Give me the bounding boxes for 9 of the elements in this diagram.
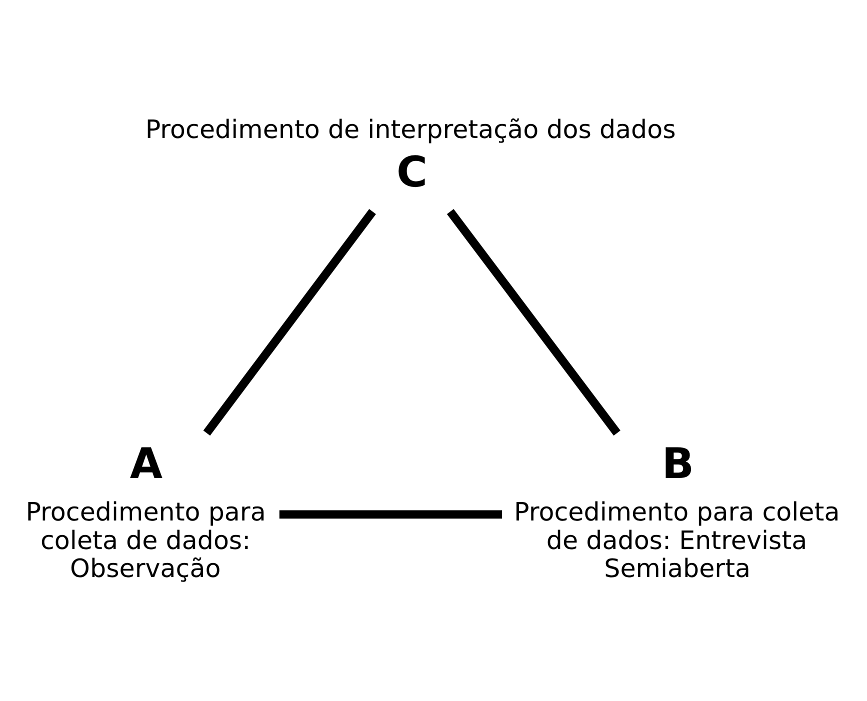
connector xyxy=(446,209,620,436)
node-text: A xyxy=(130,438,163,488)
node-text: B xyxy=(662,438,694,488)
node-label: Procedimento de interpretação dos dados xyxy=(145,114,676,144)
connector xyxy=(279,510,502,519)
node-label: Procedimento para coleta de dados: Observação xyxy=(26,496,266,583)
connector xyxy=(203,209,376,436)
node-text: C xyxy=(396,148,428,197)
node-label: Procedimento para coleta de dados: Entrevista Semiaberta xyxy=(514,496,840,583)
